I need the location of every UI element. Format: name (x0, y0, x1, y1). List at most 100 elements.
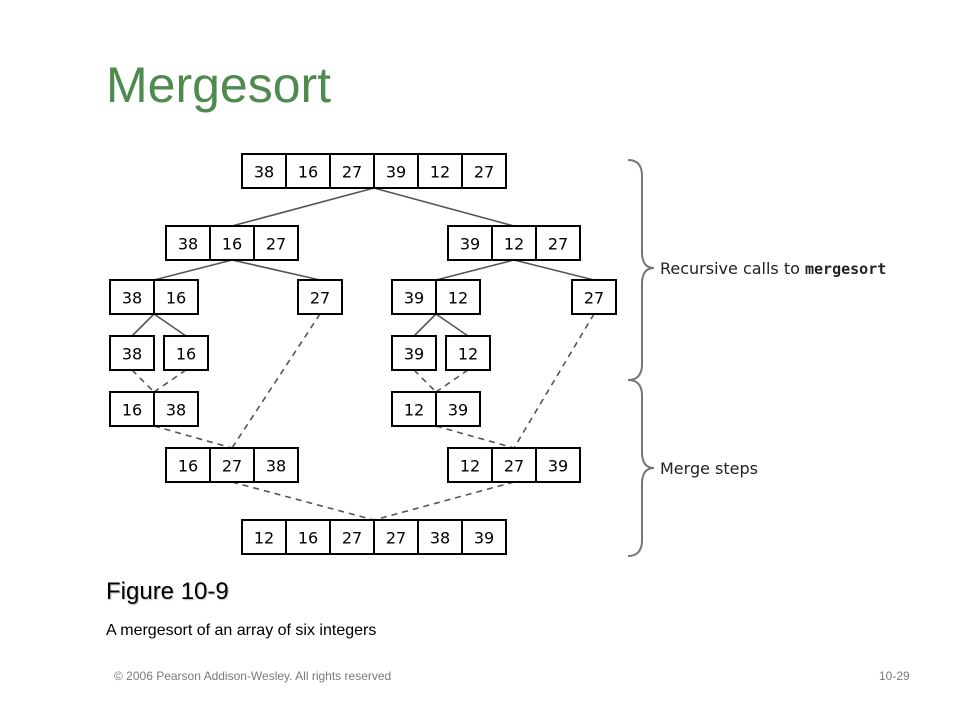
array-cell-value: 39 (448, 401, 468, 420)
array-cell-value: 39 (386, 163, 406, 182)
array-cell-box (165, 447, 211, 483)
array-cell-value: 27 (504, 457, 524, 476)
recursive-calls-text: Recursive calls to (660, 259, 805, 278)
array-cell-value: 27 (584, 289, 604, 308)
split-edge (231, 187, 375, 227)
array-cell-box (209, 447, 255, 483)
array-cell: 12 (241, 519, 287, 555)
array-cell-value: 27 (386, 529, 406, 548)
array-cell-value: 27 (342, 163, 362, 182)
diagram-edges (131, 187, 595, 521)
array-cell-value: 39 (404, 289, 424, 308)
array-cell: 27 (297, 279, 343, 315)
array-cell-value: 12 (404, 401, 424, 420)
page-number: 10-29 (879, 669, 910, 683)
array-cell-box (447, 447, 493, 483)
array-cell: 12 (417, 153, 463, 189)
split-array: 12 (445, 335, 491, 371)
figure-number: Figure 10-9 (106, 578, 229, 605)
array-cell-box (491, 225, 537, 261)
array-cell: 38 (165, 225, 211, 261)
split-array: 27 (297, 279, 343, 315)
array-cell-value: 12 (448, 289, 468, 308)
array-cell-value: 12 (458, 345, 478, 364)
array-cell-value: 27 (266, 235, 286, 254)
array-cell-value: 16 (298, 529, 318, 548)
mergesort-code-label: mergesort (805, 260, 886, 278)
array-cell-value: 27 (548, 235, 568, 254)
array-cell: 12 (491, 225, 537, 261)
array-cell-value: 27 (474, 163, 494, 182)
merge-edge (373, 481, 515, 521)
merge-edge (153, 369, 187, 393)
array-cell: 38 (253, 447, 299, 483)
merge-edge (153, 425, 233, 449)
array-cell: 16 (285, 153, 331, 189)
array-cell: 12 (447, 447, 493, 483)
array-cell-box (253, 225, 299, 261)
merge-steps-label: Merge steps (660, 459, 758, 478)
array-cell: 39 (447, 225, 493, 261)
array-cell-value: 16 (122, 401, 142, 420)
array-cell: 38 (417, 519, 463, 555)
split-edge (435, 313, 469, 337)
array-cell-value: 12 (504, 235, 524, 254)
array-cell: 27 (571, 279, 617, 315)
merged-array: 12 39 (391, 391, 481, 427)
merged-array: 16 27 38 (165, 447, 299, 483)
array-cell-box (535, 225, 581, 261)
array-cell-box (535, 447, 581, 483)
array-cell-box (109, 279, 155, 315)
split-edge (413, 313, 437, 337)
array-cell-value: 38 (254, 163, 274, 182)
array-cell-value: 27 (310, 289, 330, 308)
merge-edge (435, 425, 515, 449)
array-cell: 16 (165, 447, 211, 483)
array-cell-box (253, 447, 299, 483)
array-cell-value: 38 (178, 235, 198, 254)
slide-title: Mergesort (106, 57, 332, 113)
array-cell-value: 27 (222, 457, 242, 476)
array-cell: 27 (461, 153, 507, 189)
split-edge (435, 259, 515, 281)
array-cell: 39 (373, 153, 419, 189)
array-cell-value: 12 (254, 529, 274, 548)
split-edge (153, 313, 187, 337)
array-cell-box (153, 391, 199, 427)
split-edge (131, 313, 155, 337)
array-cell: 12 (445, 335, 491, 371)
array-cell-value: 39 (474, 529, 494, 548)
split-array: 16 (163, 335, 209, 371)
recursive-calls-label: Recursive calls to mergesort (660, 259, 886, 278)
array-cell-box (435, 391, 481, 427)
array-cell-value: 16 (176, 345, 196, 364)
array-cell-value: 38 (166, 401, 186, 420)
array-cell: 12 (391, 391, 437, 427)
split-array: 38 16 27 39 12 27 (241, 153, 507, 189)
merge-edge (231, 313, 321, 449)
split-edge (153, 259, 233, 281)
array-cell: 12 (435, 279, 481, 315)
array-cell: 39 (461, 519, 507, 555)
array-cell-box (109, 391, 155, 427)
split-array: 39 12 27 (447, 225, 581, 261)
split-array: 39 12 (391, 279, 481, 315)
array-cell: 39 (391, 279, 437, 315)
split-edge (231, 259, 321, 281)
array-cell: 27 (373, 519, 419, 555)
array-cell: 16 (209, 225, 255, 261)
array-cell: 39 (435, 391, 481, 427)
array-cell-value: 12 (430, 163, 450, 182)
array-cell-box (445, 335, 491, 371)
array-cell: 38 (109, 279, 155, 315)
merge-steps-brace (627, 379, 655, 557)
array-cell-box (447, 225, 493, 261)
array-cell-value: 39 (460, 235, 480, 254)
split-edge (513, 259, 595, 281)
